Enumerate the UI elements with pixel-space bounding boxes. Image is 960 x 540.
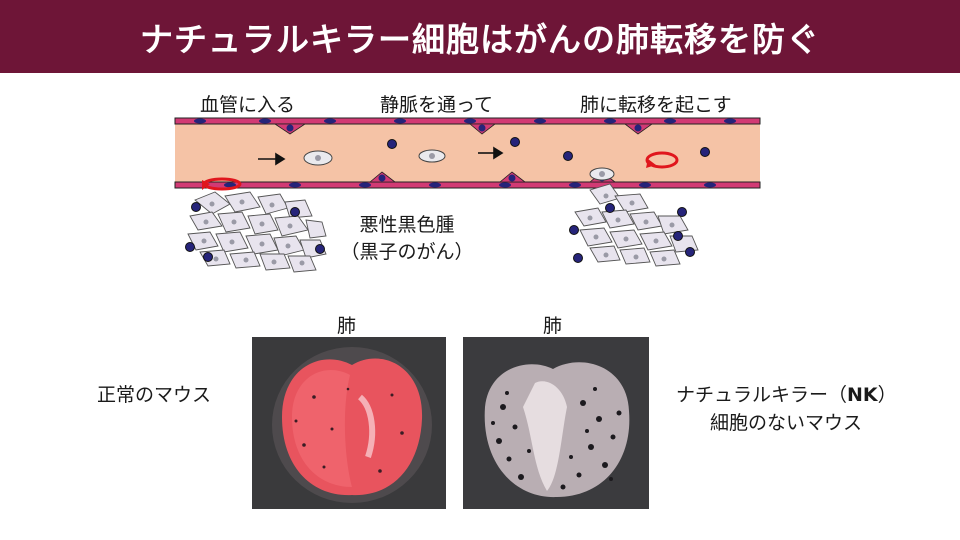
vessel-wall-bottom bbox=[174, 181, 761, 189]
title-bar: ナチュラルキラー細胞はがんの肺転移を防ぐ bbox=[0, 0, 960, 73]
nk-label-prefix: ナチュラルキラー（ bbox=[676, 384, 848, 406]
nk-deficient-mouse-label: ナチュラルキラー（NK） 細胞のないマウス bbox=[676, 382, 897, 437]
nk-deficient-lung-photo bbox=[463, 337, 649, 509]
step-label-lung-metastasis: 肺に転移を起こす bbox=[580, 94, 732, 116]
nk-deficient-mouse-label-line1: ナチュラルキラー（NK） bbox=[676, 382, 897, 410]
melanoma-label-line2: （黒子のがん） bbox=[340, 241, 474, 263]
step-label-enter-vessel: 血管に入る bbox=[200, 94, 296, 116]
metastasis-diagram bbox=[170, 112, 770, 282]
normal-mouse-label: 正常のマウス bbox=[97, 384, 212, 406]
lung-label-normal: 肺 bbox=[337, 315, 357, 337]
melanoma-label-line1: 悪性黒色腫 bbox=[359, 214, 455, 236]
nk-label-abbrev: NK bbox=[847, 384, 878, 406]
step-label-through-vein: 静脈を通って bbox=[380, 94, 494, 116]
slide-title: ナチュラルキラー細胞はがんの肺転移を防ぐ bbox=[140, 19, 820, 59]
nk-label-suffix: ） bbox=[877, 384, 897, 406]
lung-metastasis-mass bbox=[574, 183, 699, 267]
nk-deficient-mouse-label-line2: 細胞のないマウス bbox=[709, 411, 862, 434]
normal-lung-photo bbox=[252, 337, 446, 509]
lung-label-nk-deficient: 肺 bbox=[543, 315, 563, 337]
melanoma-label: 悪性黒色腫 （黒子のがん） bbox=[332, 210, 482, 264]
